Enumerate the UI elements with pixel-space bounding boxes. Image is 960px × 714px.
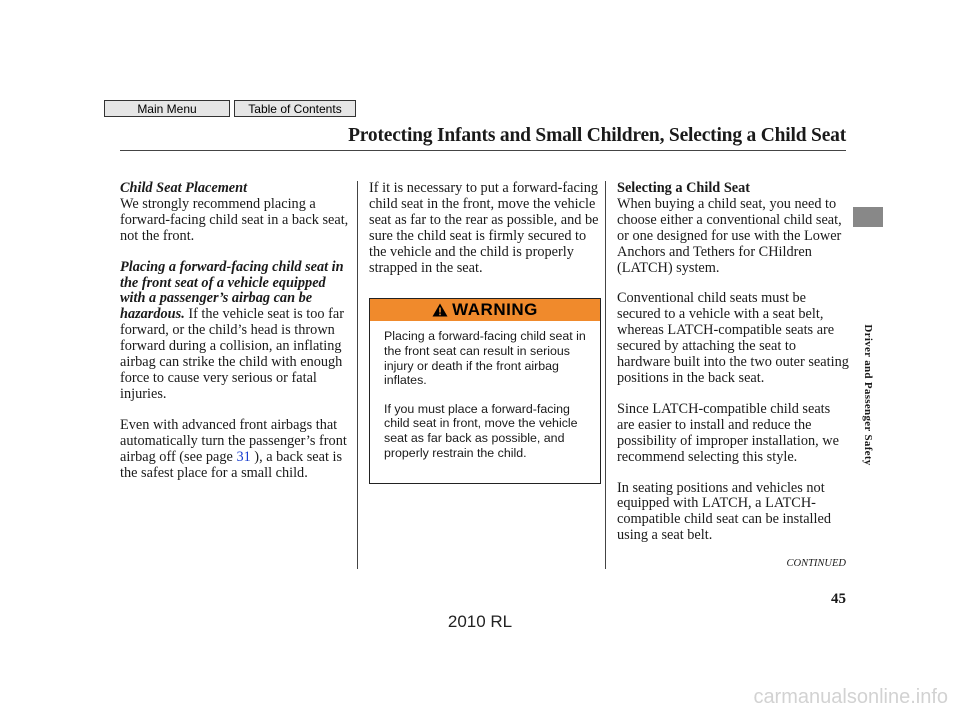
- section-heading-placement: Child Seat Placement: [120, 180, 248, 196]
- section-heading-selecting: Selecting a Child Seat: [617, 180, 751, 196]
- watermark: carmanualsonline.info: [753, 686, 948, 708]
- warning-box: WARNING Placing a forward-facing child s…: [369, 298, 601, 485]
- section-tab-marker: [853, 207, 883, 227]
- main-menu-button[interactable]: Main Menu: [104, 100, 230, 117]
- continued-label: CONTINUED: [786, 558, 846, 569]
- text-before-link: Even with advanced front airbags that au…: [120, 416, 347, 465]
- page-number: 45: [831, 591, 846, 607]
- text-after-link: ), a back seat is the safest place for a…: [120, 448, 343, 481]
- warning-paragraph: Placing a forward-facing child seat in t…: [384, 329, 586, 388]
- column-middle: If it is necessary to put a forward-faci…: [369, 180, 601, 485]
- page-link[interactable]: 31: [236, 448, 251, 465]
- paragraph: In seating positions and vehicles not eq…: [617, 479, 831, 544]
- column-divider: [357, 181, 358, 569]
- warning-label: WARNING: [452, 300, 538, 320]
- paragraph: If it is necessary to put a forward-faci…: [369, 180, 599, 276]
- paragraph-advanced-airbags: Even with advanced front airbags that au…: [120, 416, 350, 482]
- paragraph: We strongly recommend placing a forward-…: [120, 195, 349, 244]
- page-title: Protecting Infants and Small Children, S…: [348, 125, 846, 146]
- column-left: Child Seat Placement We strongly recomme…: [120, 180, 350, 482]
- column-right: Selecting a Child Seat When buying a chi…: [617, 180, 849, 544]
- section-side-label: Driver and Passenger Safety: [862, 324, 874, 466]
- table-of-contents-button[interactable]: Table of Contents: [234, 100, 356, 117]
- title-rule: [120, 150, 846, 151]
- warning-body: Placing a forward-facing child seat in t…: [370, 321, 600, 460]
- hazard-bold-text: Placing a forward-facing child seat in t…: [120, 258, 344, 323]
- warning-header: WARNING: [370, 299, 600, 322]
- column-divider: [605, 181, 606, 569]
- paragraph-hazard: Placing a forward-facing child seat in t…: [120, 258, 350, 403]
- model-label: 2010 RL: [447, 612, 513, 631]
- paragraph: Since LATCH-compatible child seats are e…: [617, 400, 839, 465]
- paragraph: When buying a child seat, you need to ch…: [617, 195, 842, 276]
- warning-triangle-icon: [432, 303, 448, 317]
- warning-paragraph: If you must place a forward-facing child…: [384, 401, 578, 460]
- hazard-text: If the vehicle seat is too far forward, …: [120, 306, 344, 402]
- paragraph: Conventional child seats must be secured…: [617, 290, 849, 386]
